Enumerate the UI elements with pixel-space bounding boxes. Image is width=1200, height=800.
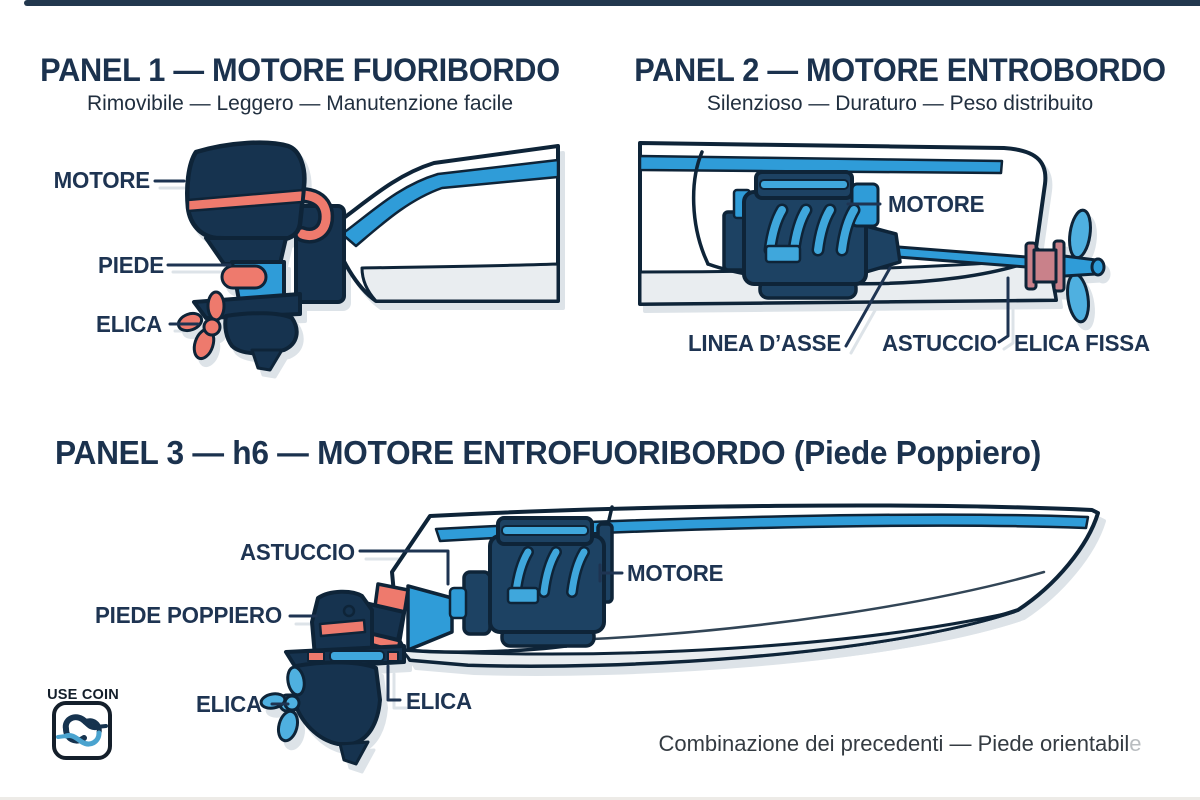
label-astuccio-panel3: ASTUCCIO — [240, 539, 355, 565]
bellows-cone — [406, 584, 454, 652]
sheer-stripe — [434, 513, 1090, 543]
leader-lines-panel2 — [844, 202, 1010, 348]
sheer-stripe — [340, 158, 560, 248]
label-piede-poppiero: PIEDE POPPIERO — [95, 602, 282, 628]
label-linea-dasse: LINEA D’ASSE — [688, 330, 842, 356]
sterndrive-illustration — [259, 503, 1100, 766]
inboard-engine — [722, 170, 902, 300]
panel3-caption: Combinazione dei precedenti — Piede orie… — [620, 731, 1180, 757]
clamp-screw — [220, 264, 268, 290]
label-astuccio-panel2: ASTUCCIO — [882, 330, 997, 356]
hull-bottom-band — [400, 610, 1016, 668]
use-coin-logo — [52, 701, 112, 760]
outboard-illustration — [153, 140, 560, 372]
label-motore-panel3: MOTORE — [627, 560, 724, 586]
panel2-subtitle: Silenzioso — Duraturo — Peso distribuito — [706, 92, 1094, 115]
exhaust-pipes — [510, 546, 590, 598]
sterndrive-propeller — [259, 665, 306, 743]
label-elica-left: ELICA — [196, 691, 262, 717]
outdrive-unit — [259, 589, 406, 766]
bottom-border-strip — [0, 797, 1200, 800]
sheer-stripe — [638, 154, 1004, 175]
outboard-propeller — [176, 290, 226, 361]
label-elica-panel1: ELICA — [96, 311, 162, 337]
drive-gearcase — [292, 660, 382, 746]
label-motore-panel2: MOTORE — [888, 191, 985, 217]
panel3-title: PANEL 3 — h6 — MOTORE ENTROFUORIBORDO (P… — [55, 434, 1041, 471]
inboard-illustration — [638, 141, 1106, 348]
top-border-strip — [24, 0, 1200, 6]
use-coin-label: USE COIN — [47, 686, 119, 703]
label-elica-right: ELICA — [406, 688, 472, 714]
fixed-propeller — [1062, 208, 1106, 324]
sterndrive-engine — [448, 516, 614, 648]
hull-bottom-band — [360, 262, 560, 303]
caption-main: Combinazione dei precedenti — Piede orie… — [658, 731, 1130, 756]
panel1-title: PANEL 1 — MOTORE FUORIBORDO — [40, 52, 560, 88]
leader-lines-panel1 — [153, 179, 232, 326]
gearcase — [223, 311, 299, 356]
caption-faded-letter: e — [1129, 731, 1142, 756]
stern-tube — [1024, 239, 1066, 293]
knot-icon — [56, 714, 108, 747]
leader-lines-panel3 — [270, 549, 624, 706]
label-motore-panel1: MOTORE — [53, 167, 151, 193]
panel1-subtitle: Rimovibile — Leggero — Manutenzione faci… — [86, 92, 514, 115]
label-elica-fissa: ELICA FISSA — [1014, 330, 1150, 356]
panel2-title: PANEL 2 — MOTORE ENTROBORDO — [634, 52, 1166, 88]
label-piede: PIEDE — [98, 252, 164, 278]
